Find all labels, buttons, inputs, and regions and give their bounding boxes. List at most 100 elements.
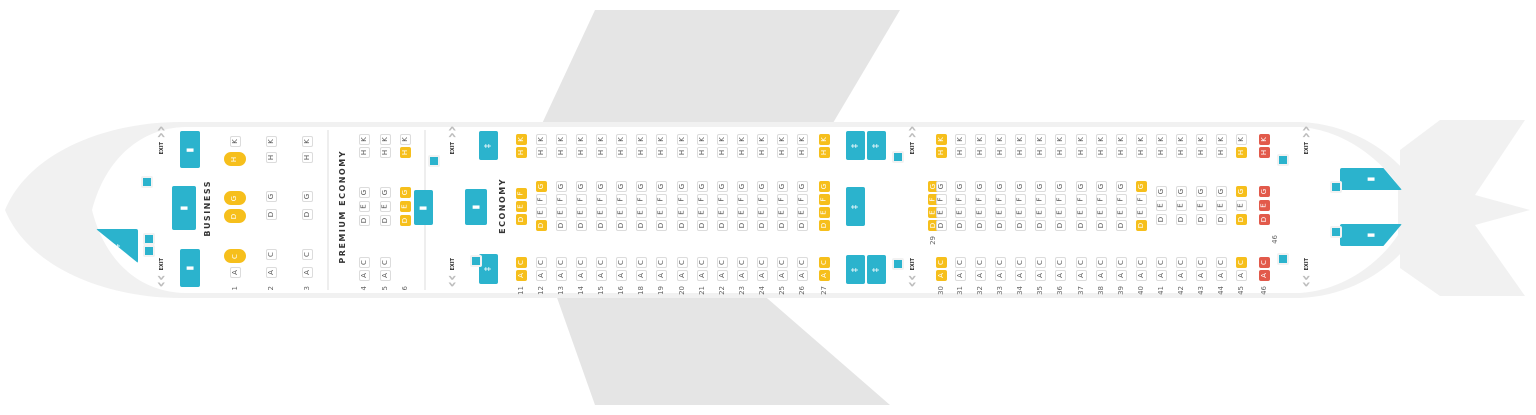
seat-42K[interactable]: K	[1176, 134, 1187, 145]
seat-6K[interactable]: K	[400, 134, 411, 145]
seat-27K[interactable]: K	[819, 134, 830, 145]
seat-13H[interactable]: H	[556, 147, 567, 158]
seat-30K[interactable]: K	[936, 134, 947, 145]
seat-38E[interactable]: E	[1096, 207, 1107, 218]
seat-5D[interactable]: D	[380, 215, 391, 226]
seat-46H[interactable]: H	[1259, 147, 1270, 158]
seat-40D[interactable]: D	[1136, 220, 1147, 231]
seat-43A[interactable]: A	[1196, 270, 1207, 281]
seat-27H[interactable]: H	[819, 147, 830, 158]
seat-3H[interactable]: H	[302, 152, 313, 163]
seat-38A[interactable]: A	[1096, 270, 1107, 281]
seat-31G[interactable]: G	[955, 181, 966, 192]
seat-31E[interactable]: E	[955, 207, 966, 218]
seat-21A[interactable]: A	[697, 270, 708, 281]
seat-43G[interactable]: G	[1196, 186, 1207, 197]
seat-16C[interactable]: C	[616, 257, 627, 268]
seat-6E[interactable]: E	[400, 201, 411, 212]
seat-19D[interactable]: D	[656, 220, 667, 231]
seat-31F[interactable]: F	[955, 194, 966, 205]
seat-4H[interactable]: H	[359, 147, 370, 158]
seat-35E[interactable]: E	[1035, 207, 1046, 218]
seat-26F[interactable]: F	[797, 194, 808, 205]
seat-1G[interactable]: G	[224, 191, 246, 205]
seat-12F[interactable]: F	[536, 194, 547, 205]
seat-34G[interactable]: G	[1015, 181, 1026, 192]
seat-2G[interactable]: G	[266, 191, 277, 202]
seat-45H[interactable]: H	[1236, 147, 1247, 158]
seat-36E[interactable]: E	[1055, 207, 1066, 218]
seat-27F[interactable]: F	[819, 194, 830, 205]
seat-32G[interactable]: G	[975, 181, 986, 192]
seat-35G[interactable]: G	[1035, 181, 1046, 192]
seat-46E[interactable]: E	[1259, 200, 1270, 211]
seat-32D[interactable]: D	[975, 220, 986, 231]
seat-35D[interactable]: D	[1035, 220, 1046, 231]
seat-38K[interactable]: K	[1096, 134, 1107, 145]
seat-18G[interactable]: G	[636, 181, 647, 192]
seat-13E[interactable]: E	[556, 207, 567, 218]
seat-14D[interactable]: D	[576, 220, 587, 231]
seat-39K[interactable]: K	[1116, 134, 1127, 145]
seat-35F[interactable]: F	[1035, 194, 1046, 205]
seat-33H[interactable]: H	[995, 147, 1006, 158]
seat-38H[interactable]: H	[1096, 147, 1107, 158]
seat-15F[interactable]: F	[596, 194, 607, 205]
seat-26E[interactable]: E	[797, 207, 808, 218]
seat-1K[interactable]: K	[230, 136, 241, 147]
seat-36A[interactable]: A	[1055, 270, 1066, 281]
seat-15H[interactable]: H	[596, 147, 607, 158]
seat-11H[interactable]: H	[516, 147, 527, 158]
seat-34F[interactable]: F	[1015, 194, 1026, 205]
seat-16E[interactable]: E	[616, 207, 627, 218]
seat-27G[interactable]: G	[819, 181, 830, 192]
seat-45A[interactable]: A	[1236, 270, 1247, 281]
seat-16G[interactable]: G	[616, 181, 627, 192]
seat-36K[interactable]: K	[1055, 134, 1066, 145]
seat-32C[interactable]: C	[975, 257, 986, 268]
seat-18K[interactable]: K	[636, 134, 647, 145]
seat-26G[interactable]: G	[797, 181, 808, 192]
seat-44H[interactable]: H	[1216, 147, 1227, 158]
seat-31D[interactable]: D	[955, 220, 966, 231]
seat-14G[interactable]: G	[576, 181, 587, 192]
seat-5K[interactable]: K	[380, 134, 391, 145]
seat-42E[interactable]: E	[1176, 200, 1187, 211]
seat-19G[interactable]: G	[656, 181, 667, 192]
seat-31C[interactable]: C	[955, 257, 966, 268]
seat-44A[interactable]: A	[1216, 270, 1227, 281]
seat-22H[interactable]: H	[717, 147, 728, 158]
seat-37D[interactable]: D	[1076, 220, 1087, 231]
seat-39F[interactable]: F	[1116, 194, 1127, 205]
seat-21D[interactable]: D	[697, 220, 708, 231]
seat-34E[interactable]: E	[1015, 207, 1026, 218]
seat-32K[interactable]: K	[975, 134, 986, 145]
seat-32A[interactable]: A	[975, 270, 986, 281]
seat-40F[interactable]: F	[1136, 194, 1147, 205]
seat-27E[interactable]: E	[819, 207, 830, 218]
seat-15G[interactable]: G	[596, 181, 607, 192]
seat-41H[interactable]: H	[1156, 147, 1167, 158]
seat-22E[interactable]: E	[717, 207, 728, 218]
seat-39G[interactable]: G	[1116, 181, 1127, 192]
seat-37F[interactable]: F	[1076, 194, 1087, 205]
seat-12G[interactable]: G	[536, 181, 547, 192]
seat-35H[interactable]: H	[1035, 147, 1046, 158]
seat-4G[interactable]: G	[359, 187, 370, 198]
seat-19C[interactable]: C	[656, 257, 667, 268]
seat-23F[interactable]: F	[737, 194, 748, 205]
seat-40H[interactable]: H	[1136, 147, 1147, 158]
seat-40A[interactable]: A	[1136, 270, 1147, 281]
seat-26A[interactable]: A	[797, 270, 808, 281]
seat-31H[interactable]: H	[955, 147, 966, 158]
seat-18H[interactable]: H	[636, 147, 647, 158]
seat-18A[interactable]: A	[636, 270, 647, 281]
seat-34A[interactable]: A	[1015, 270, 1026, 281]
seat-32H[interactable]: H	[975, 147, 986, 158]
seat-15E[interactable]: E	[596, 207, 607, 218]
seat-6G[interactable]: G	[400, 187, 411, 198]
seat-18E[interactable]: E	[636, 207, 647, 218]
seat-24C[interactable]: C	[757, 257, 768, 268]
seat-30D[interactable]: D	[936, 220, 947, 231]
seat-31A[interactable]: A	[955, 270, 966, 281]
